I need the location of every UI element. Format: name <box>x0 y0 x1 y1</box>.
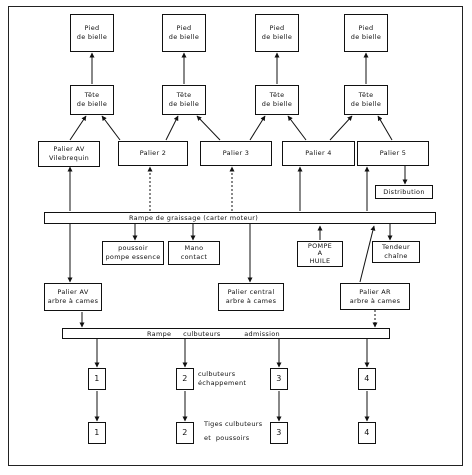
palier-central-sublabel: arbre à cames <box>225 297 277 305</box>
poussoir-label: poussoir <box>118 244 148 253</box>
tendeur-sublabel: chaîne <box>384 252 408 260</box>
palier-ar-label: Palier AR <box>359 287 391 296</box>
pompe-huile: POMPE A HUILE <box>297 241 343 267</box>
rampe-graissage-bar: Rampe de graissage (carter moteur) <box>44 212 436 224</box>
tige-3: 3 <box>270 422 288 444</box>
palier-5: Palier 5 <box>357 141 429 166</box>
pied-bielle-3: Pied de bielle <box>255 14 299 52</box>
palier-4-label: Palier 4 <box>305 149 332 158</box>
pied-label: Pied <box>176 24 192 33</box>
tete-label: Tête <box>358 91 374 100</box>
pompe-label: POMPE <box>307 241 333 250</box>
culbuteur-2: 2 <box>176 368 194 390</box>
culbuteur-4: 4 <box>358 368 376 390</box>
palier-av-cames-label: Palier AV <box>57 288 89 297</box>
echappement-label: échappement <box>198 378 247 387</box>
number-label: 2 <box>182 427 188 437</box>
number-label: 1 <box>94 373 100 383</box>
culbuteur-3: 3 <box>270 368 288 390</box>
poussoirs-label: et poussoirs <box>204 433 250 442</box>
tiges-label: Tiges culbuteurs <box>204 420 263 428</box>
pied-sublabel: de bielle <box>350 33 382 41</box>
number-label: 4 <box>364 373 370 383</box>
palier-3-label: Palier 3 <box>222 149 250 158</box>
pied-bielle-2: Pied de bielle <box>162 14 206 52</box>
number-label: 1 <box>94 427 100 437</box>
rampe-culbuteurs-label: Rampe culbuteurs admission <box>147 329 280 338</box>
palier-av-arbre-cames: Palier AV arbre à cames <box>44 283 102 311</box>
mano-label: Mano <box>184 244 204 253</box>
pompe-label-huile: HUILE <box>309 256 331 265</box>
tete-label: Tête <box>176 91 192 100</box>
pied-sublabel: de bielle <box>168 33 200 41</box>
tete-sublabel: de bielle <box>350 100 382 108</box>
tige-1: 1 <box>88 422 106 444</box>
distribution-box: Distribution <box>375 185 433 199</box>
tige-4: 4 <box>358 422 376 444</box>
poussoir-pompe-essence: poussoir pompe essence <box>102 241 164 265</box>
pied-label: Pied <box>269 24 285 33</box>
diagram-frame <box>8 6 463 466</box>
culbuteurs-label: culbuteurs <box>198 370 236 378</box>
number-label: 4 <box>364 427 370 437</box>
culbuteur-1: 1 <box>88 368 106 390</box>
poussoir-sublabel: pompe essence <box>105 253 161 261</box>
rampe-graissage-label: Rampe de graissage (carter moteur) <box>129 214 259 222</box>
pied-bielle-4: Pied de bielle <box>344 14 388 52</box>
tete-bielle-1: Tête de bielle <box>70 85 114 115</box>
tete-sublabel: de bielle <box>76 100 108 108</box>
palier-av-label: Palier AV <box>53 145 85 154</box>
tete-bielle-2: Tête de bielle <box>162 85 206 115</box>
tiges-poussoirs-label: Tiges culbuteurs et poussoirs <box>204 420 262 443</box>
mano-contact: Mano contact <box>168 241 220 265</box>
palier-ar-sublabel: arbre à cames <box>349 296 401 305</box>
tendeur-label: Tendeur <box>381 243 410 252</box>
mano-sublabel: contact <box>180 253 208 261</box>
palier-central-arbre-cames: Palier central arbre à cames <box>218 283 284 311</box>
tete-bielle-3: Tête de bielle <box>255 85 299 115</box>
tete-sublabel: de bielle <box>261 100 293 108</box>
tendeur-chaine: Tendeur chaîne <box>372 241 420 263</box>
palier-5-label: Palier 5 <box>379 149 407 158</box>
palier-3: Palier 3 <box>200 141 272 166</box>
rampe-culbuteurs-bar: Rampe culbuteurs admission <box>62 328 390 339</box>
pied-bielle-1: Pied de bielle <box>70 14 114 52</box>
palier-2-label: Palier 2 <box>139 149 167 158</box>
number-label: 3 <box>276 427 282 437</box>
pied-sublabel: de bielle <box>76 33 108 41</box>
palier-4: Palier 4 <box>282 141 355 166</box>
culbuteurs-echappement-label: culbuteurs échappement <box>198 370 246 388</box>
number-label: 3 <box>276 373 282 383</box>
pied-label: Pied <box>358 24 374 33</box>
tete-label: Tête <box>84 91 100 100</box>
palier-ar-arbre-cames: Palier AR arbre à cames <box>340 283 410 310</box>
palier-central-label: Palier central <box>227 288 275 297</box>
tete-bielle-4: Tête de bielle <box>344 85 388 115</box>
pied-sublabel: de bielle <box>261 33 293 41</box>
palier-av-sublabel: Vilebrequin <box>48 154 90 162</box>
pied-label: Pied <box>84 24 100 33</box>
palier-av-cames-sublabel: arbre à cames <box>47 297 99 305</box>
pompe-label-a: A <box>317 249 323 258</box>
palier-2: Palier 2 <box>118 141 188 166</box>
tete-label: Tête <box>269 91 285 100</box>
tige-2: 2 <box>176 422 194 444</box>
number-label: 2 <box>182 373 188 383</box>
palier-av-vilebrequin: Palier AV Vilebrequin <box>38 141 100 167</box>
distribution-label: Distribution <box>383 187 425 196</box>
tete-sublabel: de bielle <box>168 100 200 108</box>
